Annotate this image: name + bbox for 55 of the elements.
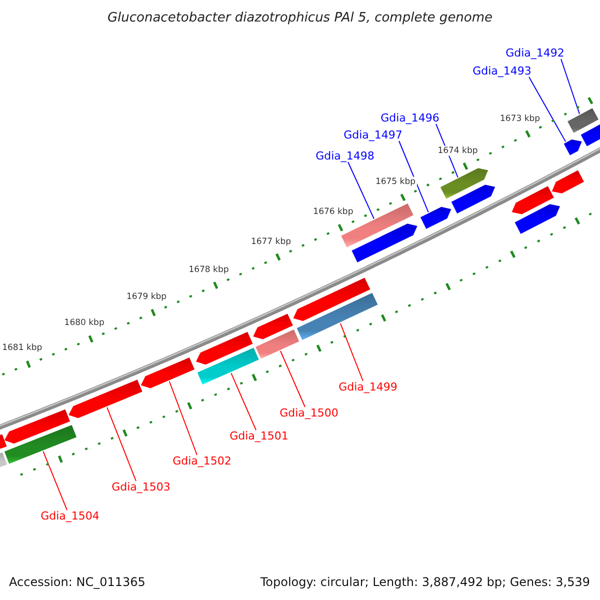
scale-label: 1676 kbp — [312, 207, 354, 218]
leader-line — [42, 450, 68, 510]
leader-line — [280, 350, 306, 408]
leader-line — [560, 58, 580, 114]
gene-block — [196, 332, 253, 365]
gene-label: Gdia_1498 — [316, 150, 374, 162]
gene-bar — [256, 330, 300, 359]
gene-bar — [0, 452, 8, 470]
gene-label: Gdia_1501 — [230, 430, 288, 442]
gene-block — [420, 206, 452, 229]
gene-block — [253, 314, 293, 340]
scale-label: 1674 kbp — [436, 146, 479, 156]
gene-block — [352, 224, 418, 262]
gene-block — [140, 357, 195, 388]
scale-label: 1681 kbp — [1, 343, 44, 354]
gene-label: Gdia_1493 — [472, 66, 532, 76]
gene-block — [440, 168, 488, 199]
gene-block — [552, 170, 584, 194]
gene-bar — [568, 108, 599, 133]
gene-block — [580, 124, 600, 146]
map-title: Gluconacetobacter diazotrophicus PAl 5, complete genome — [107, 12, 493, 24]
leader-line — [106, 406, 136, 482]
scale-label: 1679 kbp — [126, 292, 168, 302]
scale-label: 1677 kbp — [250, 236, 292, 247]
genome-summary: Topology: circular; Length: 3,887,492 bp; Genes: 3,539 — [260, 576, 590, 588]
gene-label: Gdia_1504 — [40, 510, 100, 522]
gene-block — [564, 140, 582, 156]
leader-line — [340, 322, 364, 382]
scale-label: 1675 kbp — [374, 176, 416, 188]
gene-block — [68, 380, 142, 418]
gene-label: Gdia_1497 — [344, 130, 402, 140]
leader-line — [230, 372, 256, 430]
gene-block — [0, 434, 7, 449]
gene-label: Gdia_1503 — [112, 482, 170, 492]
gene-bar — [4, 425, 77, 464]
gene-bar — [296, 292, 378, 340]
gene-block — [451, 184, 496, 214]
scale-label: 1680 kbp — [63, 318, 106, 328]
gene-block — [514, 204, 560, 234]
gene-bar — [197, 348, 259, 384]
accession-label: Accession: NC_011365 — [9, 576, 146, 588]
gene-block — [4, 409, 70, 444]
scale-label: 1678 kbp — [188, 264, 230, 275]
gene-label: Gdia_1492 — [506, 48, 564, 58]
leader-line — [528, 76, 566, 142]
gene-label: Gdia_1496 — [380, 112, 440, 124]
scale-label: 1673 kbp — [498, 114, 542, 124]
gene-block — [293, 278, 370, 321]
leader-line — [168, 380, 198, 456]
gene-label: Gdia_1499 — [338, 382, 398, 392]
leader-line — [398, 140, 429, 213]
leader-line — [348, 162, 374, 220]
gene-label: Gdia_1502 — [172, 456, 232, 466]
gene-block — [512, 186, 554, 214]
gene-label: Gdia_1500 — [280, 408, 338, 418]
